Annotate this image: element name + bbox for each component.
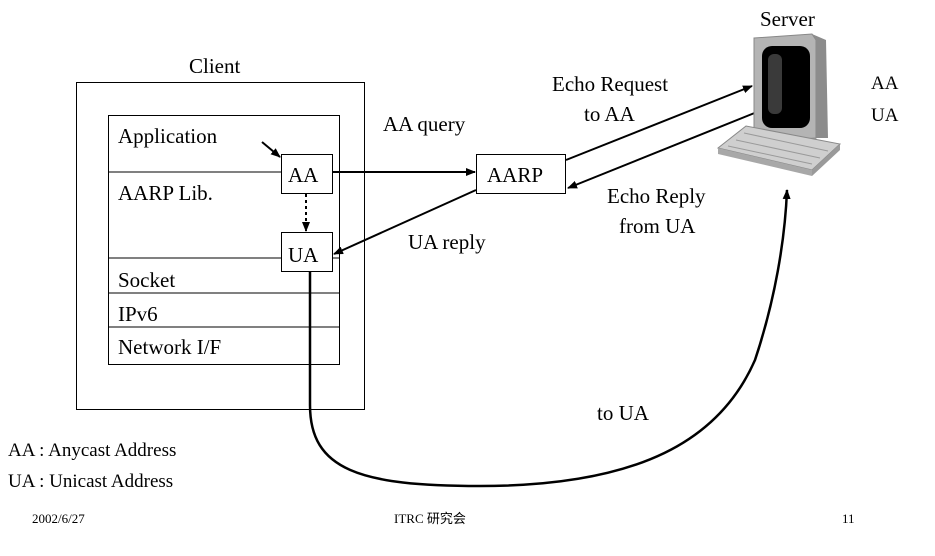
aa-box: AA (281, 154, 333, 194)
server-title: Server (760, 7, 815, 31)
footer-page-number: 11 (842, 511, 855, 526)
layer-ipv6: IPv6 (118, 302, 158, 326)
legend-ua: UA : Unicast Address (8, 471, 174, 492)
echo-reply-label-1: Echo Reply (607, 184, 706, 208)
footer-date: 2002/6/27 (32, 511, 85, 526)
to-ua-label: to UA (597, 401, 649, 425)
client-title: Client (189, 54, 241, 78)
layer-network-if: Network I/F (118, 335, 222, 359)
echo-request-arrow (565, 85, 753, 161)
echo-request-label-2: to AA (584, 102, 635, 126)
echo-reply-label-2: from UA (619, 214, 696, 238)
layer-socket: Socket (118, 268, 176, 292)
server-ua-label: UA (871, 105, 899, 126)
footer-event: ITRC 研究会 (394, 511, 466, 526)
layer-aarp-lib: AARP Lib. (118, 181, 213, 205)
echo-reply-arrow (567, 111, 758, 189)
ua-box: UA (281, 232, 333, 272)
to-ua-curve (308, 189, 791, 488)
aarp-box: AARP (476, 154, 566, 194)
layer-application: Application (118, 124, 218, 148)
echo-request-label-1: Echo Request (552, 72, 669, 96)
legend-aa: AA : Anycast Address (8, 440, 177, 461)
ua-reply-arrow (333, 189, 477, 255)
server-computer-icon (716, 33, 842, 176)
aa-query-label: AA query (383, 112, 466, 136)
server-aa-label: AA (871, 73, 899, 94)
app-to-aa-arrow (261, 141, 281, 158)
ua-reply-label: UA reply (408, 230, 486, 254)
